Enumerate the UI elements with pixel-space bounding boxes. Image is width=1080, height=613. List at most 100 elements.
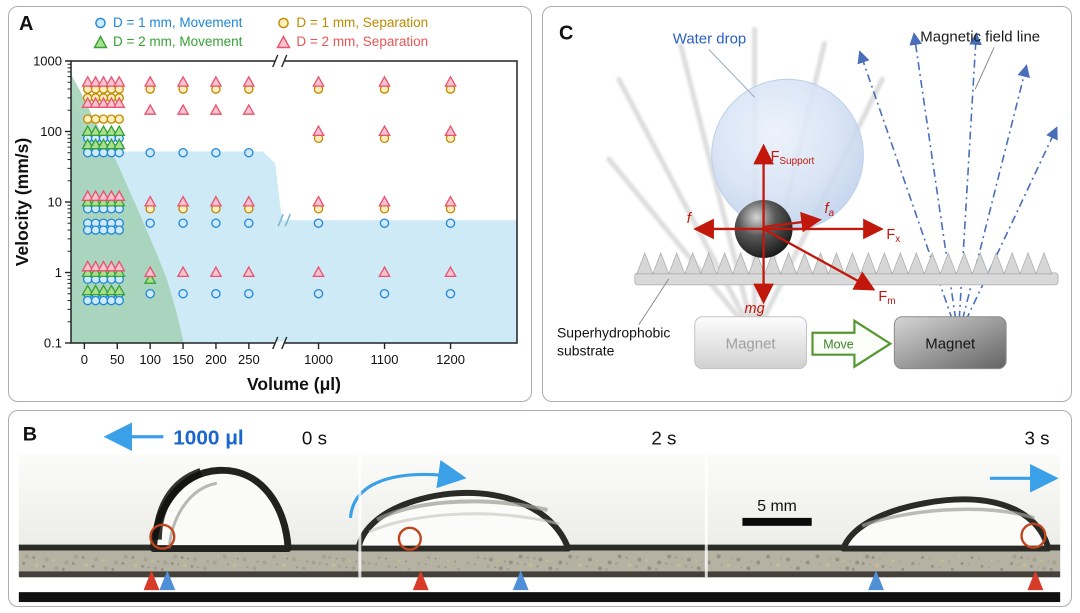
- substrate-spike: [700, 251, 718, 275]
- marker-triangle-red: [1027, 570, 1044, 591]
- substrate-pointer-line: [638, 278, 670, 326]
- data-point: [81, 189, 95, 201]
- droplet-frame-3: 5 mm: [742, 464, 1059, 552]
- data-point: [176, 265, 190, 278]
- x-tick-label: 100: [139, 352, 161, 367]
- panel-b-label: B: [23, 424, 37, 446]
- data-point: [82, 295, 93, 306]
- data-point: [90, 114, 101, 124]
- substrate-spike: [796, 251, 813, 275]
- axis-break-mark: [281, 336, 288, 350]
- data-point: [81, 195, 95, 207]
- volume-label: 1000 μl: [173, 427, 243, 450]
- force-friction-label: f: [687, 211, 693, 227]
- data-point: [106, 295, 117, 306]
- substrate-spike: [827, 251, 845, 275]
- axis-break-mark: [281, 54, 288, 68]
- data-point: [114, 225, 124, 235]
- data-point: [105, 195, 118, 207]
- force-magnetic-label: Fm: [878, 289, 895, 307]
- series-d1-separation: [82, 84, 456, 214]
- force-support-label: FSupport: [771, 149, 815, 167]
- force-magnetic-arrow: [763, 227, 876, 291]
- substrate-spike: [652, 251, 670, 275]
- data-point: [209, 103, 223, 115]
- substrate-spike: [875, 251, 893, 275]
- magnet-old-label: Magnet: [726, 336, 777, 353]
- substrate-base-line: [18, 571, 1061, 578]
- data-point: [97, 189, 110, 201]
- marker-triangle-red: [412, 570, 429, 591]
- substrate-spike: [636, 251, 654, 275]
- x-tick-label: 1200: [436, 352, 465, 367]
- data-point: [176, 195, 190, 207]
- substrate-spike: [732, 251, 750, 275]
- data-point: [82, 147, 93, 158]
- magnetic-field-line-label: Magnetic field line: [920, 28, 1040, 45]
- legend-item-d2-movement: D = 2 mm, Movement: [93, 33, 242, 51]
- circle-marker-icon: [95, 17, 106, 29]
- data-point: [90, 295, 101, 306]
- force-arrows: [693, 143, 884, 305]
- data-point: [89, 96, 102, 108]
- data-point: [313, 288, 324, 299]
- marker-triangle-blue: [159, 570, 176, 591]
- data-point: [114, 147, 124, 158]
- scale-bar: [742, 517, 812, 526]
- substrate-spike: [971, 251, 989, 275]
- data-point: [106, 147, 117, 158]
- data-point: [312, 75, 325, 87]
- water-drop-pointer-line: [708, 48, 755, 98]
- data-point: [209, 195, 223, 207]
- data-point: [143, 195, 157, 207]
- substrate-spike: [923, 251, 941, 275]
- region-break-mark: [284, 213, 291, 227]
- data-point: [112, 124, 126, 137]
- force-adhesion-label: fa: [824, 201, 834, 219]
- data-point: [445, 218, 456, 228]
- panel-b-photo-sequence: 5 mm B 1000 μl 0 s 2 s 3 s: [8, 410, 1072, 607]
- substrate-spike: [716, 251, 734, 275]
- data-point: [444, 195, 457, 207]
- data-point: [378, 124, 391, 137]
- magnet-old: Magnet: [694, 316, 807, 370]
- data-point: [145, 288, 155, 299]
- substrate-spike: [684, 251, 702, 275]
- x-tick-label: 1000: [304, 352, 333, 367]
- legend-item-d1-separation: D = 1 mm, Separation: [276, 14, 428, 32]
- marker-triangle-blue: [868, 570, 884, 591]
- data-point: [242, 75, 256, 87]
- data-point: [97, 96, 110, 108]
- droplet-transport-photos: 5 mm B 1000 μl 0 s 2 s 3 s: [18, 422, 1061, 603]
- data-point: [82, 114, 93, 124]
- data-point: [81, 260, 95, 272]
- data-point: [98, 225, 109, 235]
- data-point: [378, 265, 391, 278]
- data-point: [178, 288, 188, 299]
- position-markers: [143, 570, 1044, 591]
- data-point: [105, 137, 118, 150]
- data-point: [112, 96, 126, 108]
- data-point: [89, 137, 102, 150]
- data-point: [378, 195, 391, 207]
- substrate-spike: [1035, 251, 1053, 275]
- new-magnetic-field-lines: [857, 32, 1058, 338]
- series-d2-separation: [81, 75, 457, 278]
- motion-arrow-curved: [348, 460, 467, 519]
- data-point: [89, 195, 102, 207]
- data-point: [89, 265, 102, 278]
- triangle-marker-icon: [276, 35, 292, 49]
- droplet-frame-2: [348, 460, 572, 552]
- panel-c-label: C: [559, 22, 573, 44]
- data-point: [444, 75, 457, 87]
- data-point: [89, 124, 102, 137]
- superhydrophobic-substrate: [634, 251, 1059, 286]
- data-point: [143, 265, 157, 278]
- data-point: [312, 195, 325, 207]
- x-tick-label: 150: [172, 352, 194, 367]
- scale-bar-label: 5 mm: [757, 498, 797, 515]
- data-point: [105, 189, 118, 201]
- data-point: [81, 137, 95, 150]
